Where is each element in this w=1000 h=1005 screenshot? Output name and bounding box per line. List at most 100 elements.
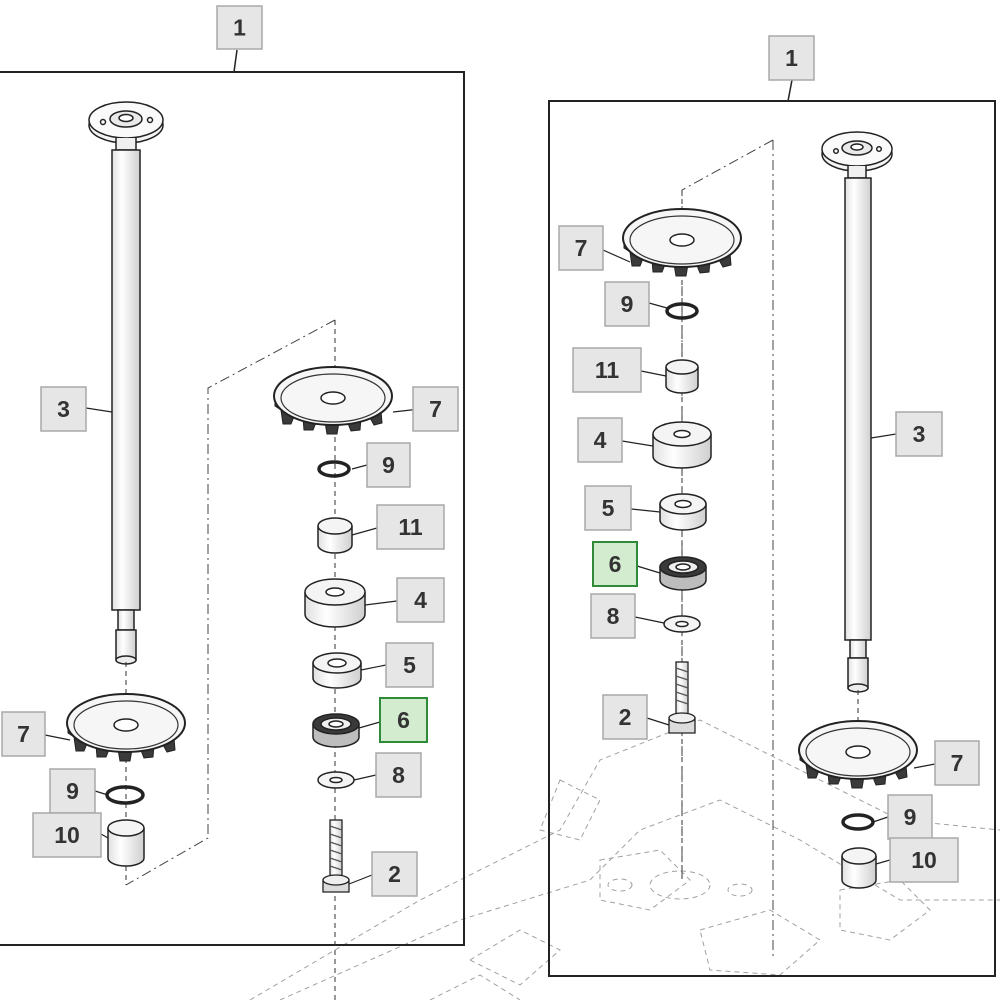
callout-number: 5 <box>602 495 615 521</box>
callout-number: 1 <box>233 15 246 41</box>
spacer-part <box>304 578 366 628</box>
callout-number: 4 <box>414 587 427 613</box>
callout-7: 7 <box>558 225 604 271</box>
callout-box <box>366 442 411 488</box>
callout-number: 11 <box>595 357 620 383</box>
bolt-part <box>668 661 696 734</box>
assembly-outline <box>125 319 336 886</box>
bushing-part <box>107 819 145 867</box>
leader-lines <box>602 249 936 865</box>
washer-part <box>312 652 362 689</box>
callout-11: 11 <box>572 347 642 393</box>
spacer-part <box>652 421 712 469</box>
ring-gear-part <box>66 693 186 762</box>
callout-box <box>889 837 959 883</box>
leader-line <box>787 79 793 102</box>
callout-box <box>371 851 418 897</box>
callout-4: 4 <box>396 577 445 623</box>
callout-number: 9 <box>66 778 79 804</box>
callout-number: 8 <box>607 603 620 629</box>
callout-number: 8 <box>392 762 405 788</box>
callout-number: 3 <box>57 396 70 422</box>
callout-box <box>577 417 623 463</box>
callout-6-highlighted: 6 <box>592 541 638 587</box>
callout-9: 9 <box>604 281 650 327</box>
background-chassis-sketch <box>249 719 1000 1001</box>
left-assembly-frame <box>0 71 465 946</box>
washer-part <box>659 493 707 531</box>
callout-number: 7 <box>575 235 588 261</box>
callout-number: 7 <box>17 721 30 747</box>
callout-number: 3 <box>913 421 926 447</box>
callout-number: 9 <box>382 452 395 478</box>
o-ring-part <box>317 460 351 478</box>
callout-8: 8 <box>375 752 422 798</box>
callout-box <box>376 504 445 550</box>
callout-box <box>412 386 459 432</box>
callout-1: 1 <box>768 35 815 81</box>
shaft-part <box>821 131 893 693</box>
callout-box <box>604 281 650 327</box>
bushing-part <box>665 359 699 394</box>
callout-number: 9 <box>621 291 634 317</box>
callout-2: 2 <box>602 694 648 740</box>
callout-number: 10 <box>911 847 937 873</box>
callout-box <box>375 752 422 798</box>
callout-3: 3 <box>895 411 943 457</box>
callout-number: 5 <box>403 652 416 678</box>
callout-box <box>32 812 102 858</box>
callout-box <box>602 694 648 740</box>
callout-9: 9 <box>366 442 411 488</box>
callout-number: 1 <box>785 45 798 71</box>
callout-10: 10 <box>32 812 102 858</box>
callout-10: 10 <box>889 837 959 883</box>
callout-box <box>1 711 46 757</box>
ring-gear-part <box>622 208 742 277</box>
callout-number: 2 <box>388 861 401 887</box>
callout-box <box>572 347 642 393</box>
right-assembly <box>548 79 996 977</box>
callout-number: 2 <box>619 704 632 730</box>
callout-box <box>592 541 638 587</box>
callout-5: 5 <box>385 642 434 688</box>
bolt-part <box>322 819 350 893</box>
callout-number: 6 <box>609 551 622 577</box>
callout-box <box>40 386 87 432</box>
callout-number: 10 <box>54 822 80 848</box>
callout-2: 2 <box>371 851 418 897</box>
callout-box <box>49 768 96 814</box>
callout-box <box>768 35 815 81</box>
left-assembly <box>0 49 465 1000</box>
callout-box <box>385 642 434 688</box>
callout-box <box>558 225 604 271</box>
callout-8: 8 <box>590 593 636 639</box>
callout-number: 11 <box>398 514 423 540</box>
flat-washer-part <box>663 615 701 633</box>
callout-box <box>895 411 943 457</box>
callout-number: 6 <box>397 707 410 733</box>
bushing-part <box>317 517 353 554</box>
callout-number: 7 <box>429 396 442 422</box>
ring-gear-part <box>798 720 918 789</box>
callout-5: 5 <box>584 485 632 531</box>
callout-7: 7 <box>412 386 459 432</box>
callout-box <box>590 593 636 639</box>
callout-number: 7 <box>951 750 964 776</box>
o-ring-part <box>841 813 875 831</box>
leader-lines <box>44 407 421 885</box>
callout-1: 1 <box>216 5 263 50</box>
callout-box <box>584 485 632 531</box>
callout-11: 11 <box>376 504 445 550</box>
callout-box <box>216 5 263 50</box>
leader-line <box>233 49 238 73</box>
callout-box <box>934 740 980 786</box>
bearing-part <box>312 713 360 748</box>
shaft-part <box>88 101 164 665</box>
callout-3: 3 <box>40 386 87 432</box>
callout-box <box>379 697 428 743</box>
callout-9: 9 <box>49 768 96 814</box>
right-assembly-frame <box>548 100 996 977</box>
